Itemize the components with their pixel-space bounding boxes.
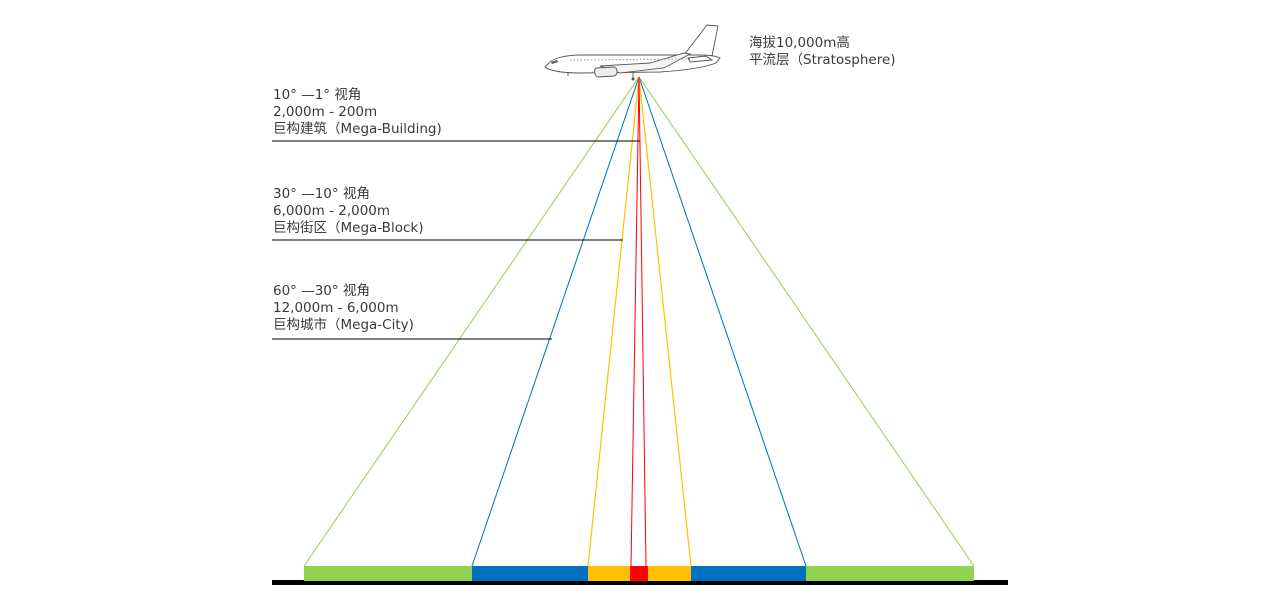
view-angle: 60° —30° 视角: [273, 283, 370, 299]
altitude-label: 海拔10,000m高: [749, 35, 850, 51]
coverage-city-left: [304, 566, 472, 581]
view-angle: 30° —10° 视角: [273, 186, 370, 202]
airplane-icon: [544, 24, 721, 81]
view-level-building-label: 10° —1° 视角 2,000m - 200m 巨构建筑（Mega-Build…: [273, 87, 442, 138]
cone-building-left: [587, 76, 640, 567]
view-range: 12,000m - 6,000m: [273, 300, 399, 316]
view-range: 6,000m - 2,000m: [273, 203, 391, 219]
cone-city-left: [303, 76, 640, 567]
ground-line: [272, 580, 1008, 585]
coverage-building-right: [648, 566, 691, 581]
cone-block-right: [638, 76, 807, 567]
view-range: 2,000m - 200m: [273, 104, 378, 120]
view-name: 巨构城市（Mega-City): [273, 317, 414, 333]
coverage-block-left: [472, 566, 588, 581]
coverage-center: [630, 566, 648, 581]
cone-building-right: [638, 76, 692, 567]
coverage-building-left: [588, 566, 630, 581]
view-level-city-label: 60° —30° 视角 12,000m - 6,000m 巨构城市（Mega-C…: [273, 283, 414, 334]
cone-block-left: [471, 76, 640, 567]
coverage-city-right: [806, 566, 974, 581]
view-name: 巨构建筑（Mega-Building): [273, 121, 442, 137]
coverage-block-right: [691, 566, 806, 581]
stratosphere-label: 平流层（Stratosphere): [749, 52, 896, 68]
view-level-block-label: 30° —10° 视角 6,000m - 2,000m 巨构街区（Mega-Bl…: [273, 186, 423, 237]
view-name: 巨构街区（Mega-Block): [273, 220, 424, 236]
cone-city-right: [638, 76, 975, 567]
cone-center-right: [638, 76, 647, 567]
aircraft-label: 海拔10,000m高 平流层（Stratosphere): [749, 35, 896, 69]
cone-center-left: [630, 76, 640, 567]
view-angle: 10° —1° 视角: [273, 87, 362, 103]
